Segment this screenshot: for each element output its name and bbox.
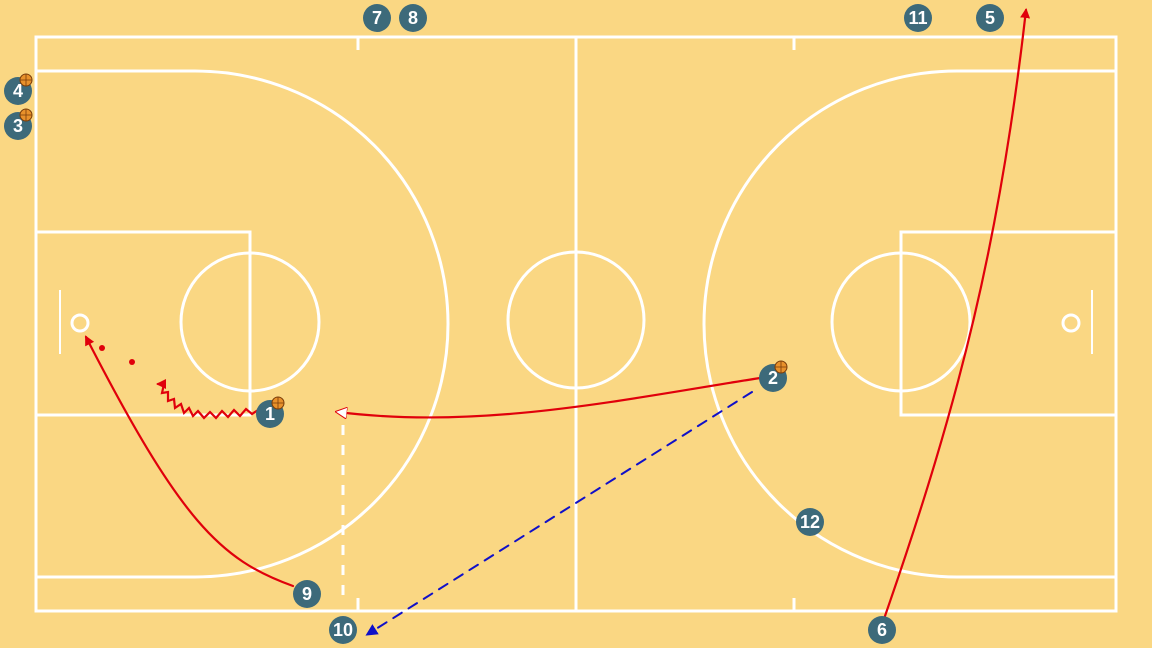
player-8: 8	[399, 4, 427, 32]
player-label: 8	[408, 8, 418, 28]
right-free-throw-circle	[830, 251, 972, 393]
player-marker	[976, 4, 1004, 32]
player-marker	[293, 580, 321, 608]
right-hoop	[1061, 313, 1081, 333]
shot-dots	[99, 345, 135, 365]
left-hoop	[70, 313, 90, 333]
cut-arrow-9	[84, 335, 295, 588]
player-label: 9	[302, 584, 312, 604]
player-4: 4	[4, 73, 33, 105]
play-actions	[84, 8, 1031, 636]
cut-arrow-6	[883, 8, 1031, 618]
player-9: 9	[293, 580, 321, 608]
player-label: 4	[13, 81, 23, 101]
player-marker	[796, 508, 824, 536]
player-marker	[399, 4, 427, 32]
cut-arrow-2	[338, 376, 762, 418]
shot-dot	[129, 359, 135, 365]
court-lines	[34, 35, 1118, 613]
player-7: 7	[363, 4, 391, 32]
right-key	[899, 230, 1118, 417]
player-12: 12	[796, 508, 824, 536]
player-marker	[329, 616, 357, 644]
player-label: 6	[877, 620, 887, 640]
player-5: 5	[976, 4, 1004, 32]
right-three-point-line	[702, 69, 1116, 579]
dribble-arrow-1	[156, 379, 260, 420]
player-1: 1	[256, 396, 285, 428]
player-label: 10	[333, 620, 353, 640]
player-marker	[868, 616, 896, 644]
left-three-point-line	[36, 69, 450, 579]
player-marker	[904, 4, 932, 32]
left-free-throw-circle	[179, 251, 321, 393]
center-circle	[506, 250, 646, 390]
player-label: 12	[800, 512, 820, 532]
player-3: 3	[4, 108, 33, 140]
player-2: 2	[759, 360, 788, 392]
player-label: 3	[13, 116, 23, 136]
player-10: 10	[329, 616, 357, 644]
shot-dot	[99, 345, 105, 351]
player-label: 11	[908, 8, 927, 28]
pass-arrow-2-to-10	[365, 391, 753, 636]
player-11: 11	[904, 4, 932, 32]
player-label: 5	[985, 8, 995, 28]
basketball-seam	[272, 397, 284, 409]
player-label: 7	[372, 8, 382, 28]
basketball-seam	[20, 74, 32, 86]
player-marker	[363, 4, 391, 32]
basketball-seam	[20, 109, 32, 121]
player-label: 1	[265, 404, 275, 424]
player-label: 2	[768, 368, 778, 388]
basketball-seam	[775, 361, 787, 373]
left-key	[34, 230, 252, 417]
player-6: 6	[868, 616, 896, 644]
